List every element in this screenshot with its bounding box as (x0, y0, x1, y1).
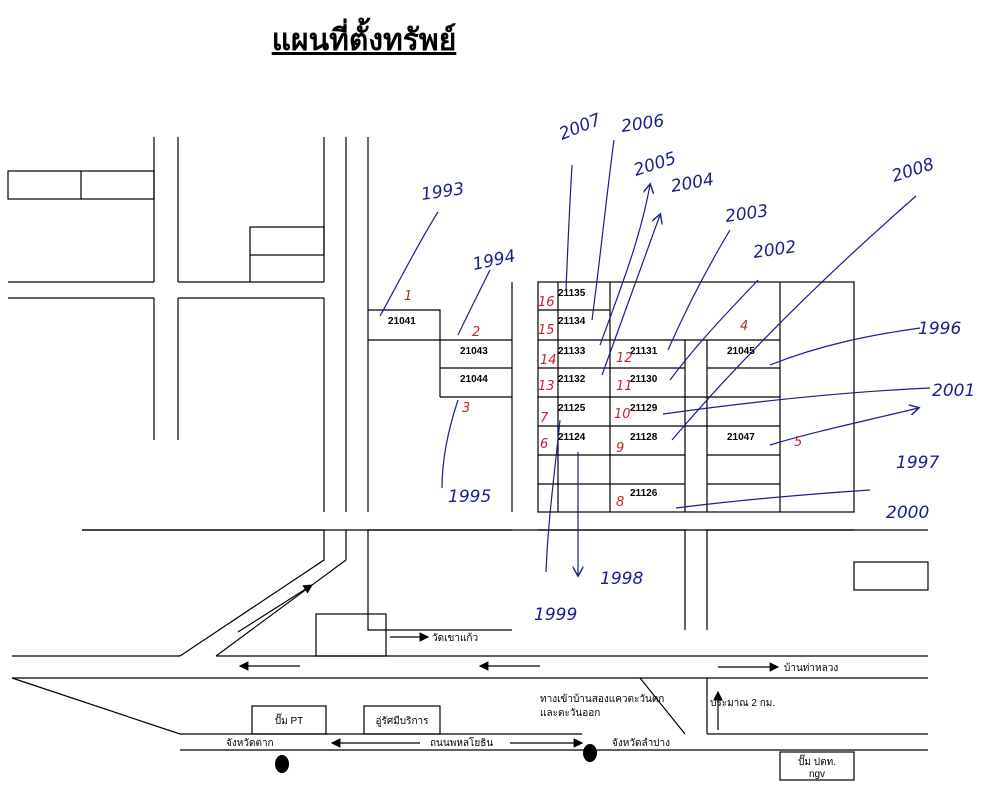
marker-11: 11 (616, 379, 633, 394)
garage-box (363, 705, 441, 735)
traffic-light-icon (275, 755, 289, 773)
year-1998: 1998 (600, 569, 643, 589)
traffic-light-icon (583, 744, 597, 762)
year-1997: 1997 (896, 453, 939, 473)
lot-21043: 21043 (460, 346, 488, 357)
marker-3: 3 (462, 401, 470, 416)
marker-5: 5 (794, 435, 802, 450)
lot-21126: 21126 (630, 488, 658, 499)
lot-21134: 21134 (558, 316, 586, 327)
road-label: ถนนพหลโยธิน (430, 736, 493, 749)
map-title: แผนที่ตั้งทรัพย์ (272, 17, 457, 58)
lot-21135: 21135 (558, 288, 586, 299)
temple-label: วัดเขาแก้ว (432, 632, 478, 644)
red-markers: 1 2 3 4 5 6 7 8 9 10 11 12 13 14 15 16 (404, 289, 802, 510)
marker-13: 13 (538, 379, 555, 394)
year-2007: 2007 (556, 110, 604, 145)
garage-label: อู่รัศมีบริการ (375, 715, 429, 727)
tak-label: จังหวัดตาก (226, 738, 274, 749)
marker-4: 4 (740, 319, 748, 334)
lot-21131: 21131 (630, 346, 658, 357)
lot-21128: 21128 (630, 432, 658, 443)
marker-15: 15 (538, 323, 555, 338)
marker-14: 14 (540, 353, 557, 368)
marker-9: 9 (616, 441, 624, 456)
year-2000: 2000 (886, 503, 929, 523)
year-2006: 2006 (620, 111, 666, 137)
lot-21133: 21133 (558, 346, 586, 357)
marker-2: 2 (472, 325, 480, 340)
marker-7: 7 (540, 411, 549, 426)
pump-pt-label: ปั๊ม PT (275, 713, 304, 727)
year-1999: 1999 (534, 605, 577, 625)
year-2004: 2004 (669, 170, 715, 197)
base-map (7, 137, 929, 781)
year-1996: 1996 (918, 319, 961, 339)
lot-labels: 21041 21043 21044 21135 21134 21133 2113… (388, 288, 755, 499)
block (249, 226, 325, 256)
distance-label: ประมาณ 2 กม. (710, 698, 775, 709)
year-2002: 2002 (752, 237, 798, 263)
lot-21045: 21045 (727, 346, 755, 357)
entrance-label-1: ทางเข้าบ้านสองแควตะวันตก (540, 693, 664, 705)
lot-21124: 21124 (558, 432, 586, 443)
ban-tha-luang-label: บ้านท่าหลวง (784, 662, 838, 674)
year-1993: 1993 (420, 179, 466, 205)
entrance-label-2: และตะวันออก (540, 708, 600, 719)
lot-21125: 21125 (558, 403, 586, 414)
block (853, 561, 929, 591)
year-2001: 2001 (932, 381, 975, 401)
lot-21047: 21047 (727, 432, 755, 443)
marker-12: 12 (616, 351, 633, 366)
year-1994: 1994 (471, 246, 517, 275)
ptt-label-2: ngv (809, 769, 825, 780)
ptt-box (779, 751, 855, 781)
lot-21044: 21044 (460, 374, 488, 385)
lot-21041: 21041 (388, 316, 416, 327)
marker-8: 8 (616, 495, 624, 510)
pump-pt-box (251, 705, 327, 735)
year-2003: 2003 (724, 201, 770, 227)
lot-21129: 21129 (630, 403, 658, 414)
lot-21130: 21130 (630, 374, 658, 385)
marker-6: 6 (540, 437, 548, 452)
marker-16: 16 (538, 295, 555, 310)
year-2008: 2008 (889, 154, 937, 186)
lot-21132: 21132 (558, 374, 586, 385)
lampang-label: จังหวัดลำปาง (612, 738, 670, 749)
temple-block (315, 613, 387, 657)
handwritten-lines (379, 139, 931, 575)
marker-1: 1 (404, 289, 412, 304)
ptt-label-1: ปั๊ม ปตท. (798, 754, 836, 768)
marker-10: 10 (614, 407, 631, 422)
place-labels: วัดเขาแก้ว บ้านท่าหลวง ประมาณ 2 กม. ทางเ… (226, 632, 838, 780)
year-1995: 1995 (448, 487, 491, 507)
